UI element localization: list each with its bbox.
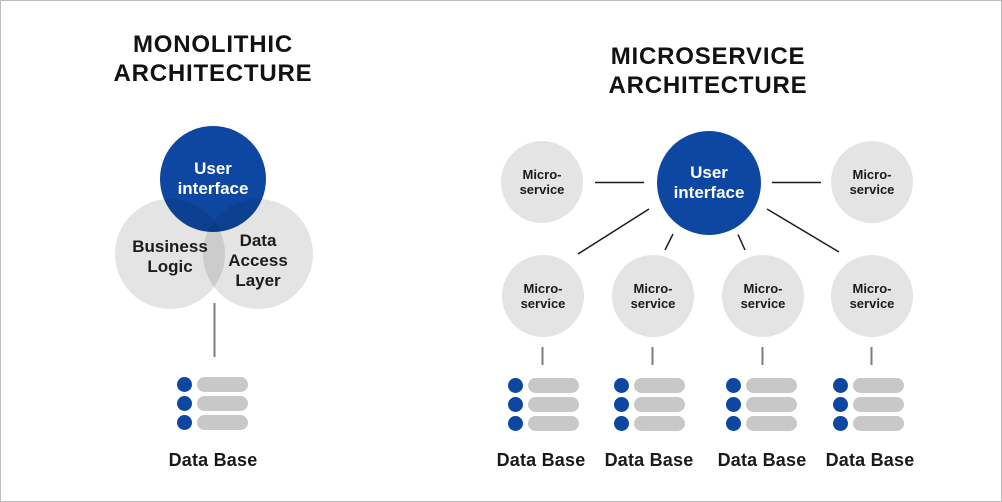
microservice-circle-bottom-1 <box>502 255 584 337</box>
database-icon-row <box>833 416 904 431</box>
database-icon-row <box>508 397 579 412</box>
microservice-label-bottom-1: Micro- service <box>520 281 566 311</box>
gray-bar-icon <box>528 416 579 431</box>
monolith-user-interface-circle <box>160 126 266 232</box>
gray-bar-icon <box>197 415 248 430</box>
database-icon-row <box>726 397 797 412</box>
blue-dot-icon <box>177 396 192 411</box>
microservice-circle-bottom-3 <box>722 255 804 337</box>
database-icon-row <box>833 397 904 412</box>
blue-dot-icon <box>177 377 192 392</box>
database-icon-row <box>726 378 797 393</box>
microservice-circle-bottom-4 <box>831 255 913 337</box>
blue-dot-icon <box>614 416 629 431</box>
gray-bar-icon <box>634 416 685 431</box>
microservice-user-interface-circle <box>657 131 761 235</box>
blue-dot-icon <box>614 378 629 393</box>
blue-dot-icon <box>726 397 741 412</box>
gray-bar-icon <box>197 396 248 411</box>
microservice-circle-top-right <box>831 141 913 223</box>
microservice-database-label-2: Data Base <box>604 450 694 470</box>
database-icon-row <box>177 377 248 392</box>
data-access-layer-label: Data Access Layer <box>228 231 288 290</box>
connector-ui-bottom-3 <box>737 234 746 251</box>
monolith-user-interface-label: User interface <box>177 159 249 198</box>
gray-bar-icon <box>853 416 904 431</box>
gray-bar-icon <box>634 397 685 412</box>
database-icon-row <box>833 378 904 393</box>
blue-dot-icon <box>833 378 848 393</box>
gray-bar-icon <box>746 416 797 431</box>
microservice-database-label-4: Data Base <box>825 450 915 470</box>
gray-bar-icon <box>853 397 904 412</box>
gray-bar-icon <box>746 397 797 412</box>
database-icon <box>508 378 579 431</box>
blue-dot-icon <box>833 397 848 412</box>
business-logic-label: Business Logic <box>132 237 208 276</box>
connector-ui-bottom-1 <box>577 208 650 255</box>
blue-dot-icon <box>508 397 523 412</box>
microservice-database-label-1: Data Base <box>496 450 586 470</box>
database-icon <box>614 378 685 431</box>
microservice-title: MICROSERVICE ARCHITECTURE <box>608 43 808 99</box>
connector-ui-bottom-4 <box>766 208 840 253</box>
blue-dot-icon <box>508 416 523 431</box>
connector-ui-bottom-2 <box>664 233 674 251</box>
blue-dot-icon <box>508 378 523 393</box>
microservice-user-interface-label: User interface <box>673 163 745 202</box>
blue-dot-icon <box>833 416 848 431</box>
gray-bar-icon <box>634 378 685 393</box>
database-icon-row <box>508 378 579 393</box>
monolith-database-label: Data Base <box>168 450 258 470</box>
gray-bar-icon <box>528 378 579 393</box>
blue-dot-icon <box>177 415 192 430</box>
gray-bar-icon <box>528 397 579 412</box>
microservice-circle-bottom-2 <box>612 255 694 337</box>
database-icon <box>833 378 904 431</box>
gray-bar-icon <box>853 378 904 393</box>
gray-bar-icon <box>746 378 797 393</box>
database-icon-row <box>614 378 685 393</box>
microservice-label-bottom-4: Micro- service <box>849 281 895 311</box>
gray-bar-icon <box>197 377 248 392</box>
database-icon-row <box>614 397 685 412</box>
microservice-circle-top-left <box>501 141 583 223</box>
database-icon-row <box>726 416 797 431</box>
database-icon-row <box>508 416 579 431</box>
blue-dot-icon <box>614 397 629 412</box>
microservice-label-top-right: Micro- service <box>849 167 895 197</box>
database-icon <box>177 377 248 430</box>
microservice-database-label-3: Data Base <box>717 450 807 470</box>
blue-dot-icon <box>726 378 741 393</box>
database-icon-row <box>177 415 248 430</box>
database-icon-row <box>177 396 248 411</box>
microservice-label-bottom-2: Micro- service <box>630 281 676 311</box>
microservice-label-bottom-3: Micro- service <box>740 281 786 311</box>
database-icon <box>726 378 797 431</box>
database-icon-row <box>614 416 685 431</box>
blue-dot-icon <box>726 416 741 431</box>
monolith-title: MONOLITHIC ARCHITECTURE <box>113 31 313 87</box>
microservice-label-top-left: Micro- service <box>519 167 565 197</box>
